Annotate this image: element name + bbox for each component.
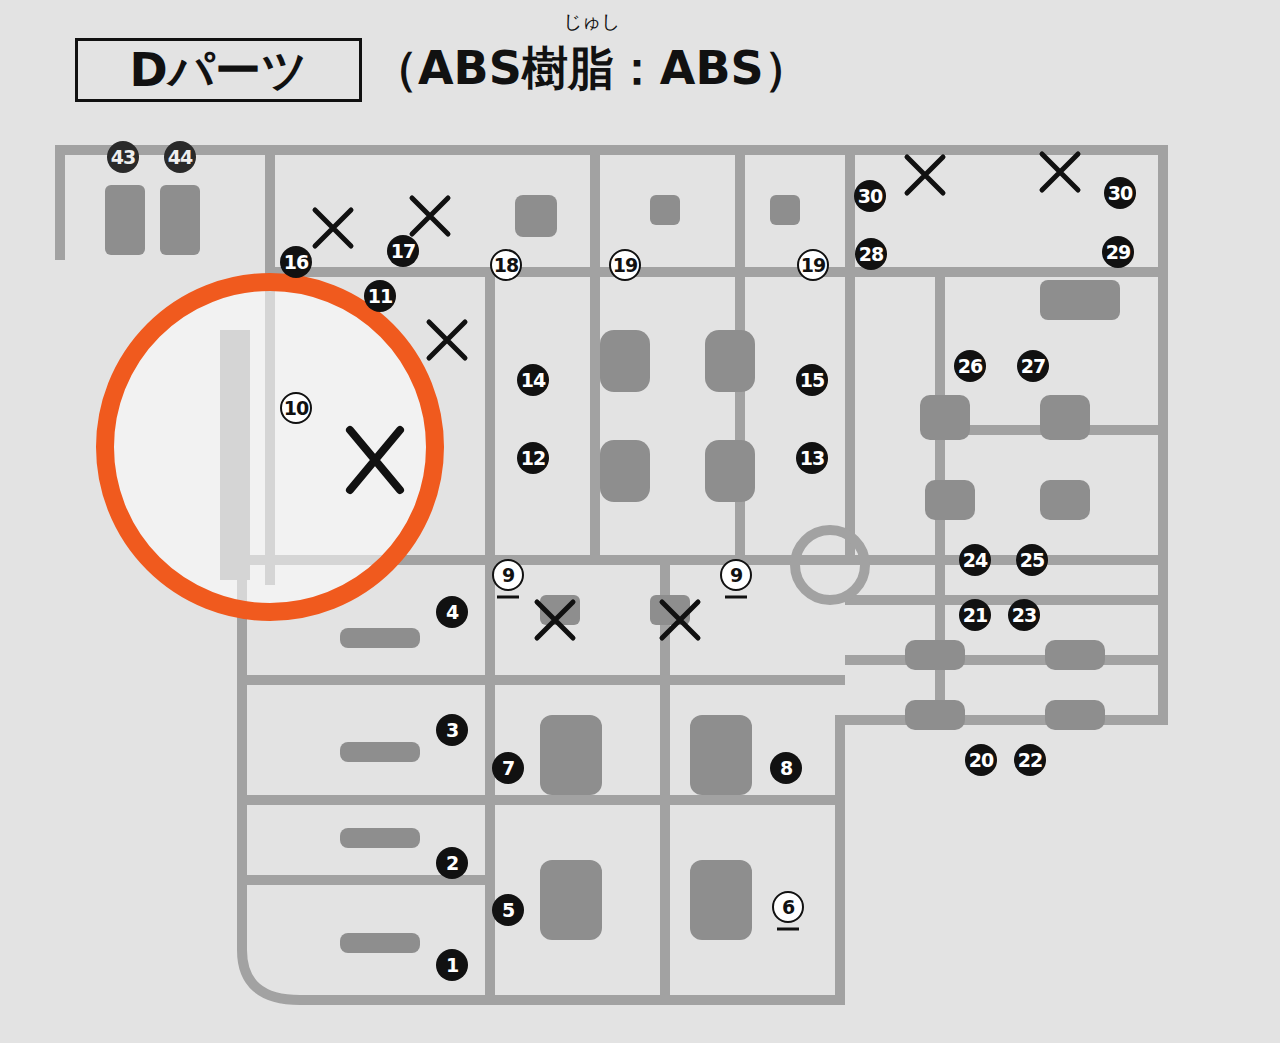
callout-number: 6 — [772, 891, 804, 923]
highlight-circle — [105, 282, 435, 612]
callout-number: 19 — [797, 249, 829, 281]
part-shapes — [105, 185, 1120, 953]
callout-number: 24 — [959, 544, 991, 576]
callout-number: 44 — [164, 141, 196, 173]
callout-number: 3 — [436, 714, 468, 746]
callout-number: 25 — [1016, 544, 1048, 576]
callout-number: 2 — [436, 847, 468, 879]
cut-marks — [315, 154, 1078, 638]
callout-number: 17 — [387, 235, 419, 267]
callout-number: 15 — [796, 364, 828, 396]
callout-number: 10 — [280, 392, 312, 424]
callout-number: 4 — [436, 596, 468, 628]
callout-number: 11 — [364, 280, 396, 312]
callout-number: 14 — [517, 364, 549, 396]
callout-number: 20 — [965, 744, 997, 776]
callout-number: 27 — [1017, 350, 1049, 382]
runner-frame — [60, 150, 1163, 1000]
callout-number: 5 — [492, 894, 524, 926]
callout-number: 16 — [280, 246, 312, 278]
callout-number: 43 — [107, 141, 139, 173]
callout-number: 21 — [959, 599, 991, 631]
callout-number: 9 — [720, 559, 752, 591]
callout-number: 1 — [436, 949, 468, 981]
callout-number: 22 — [1014, 744, 1046, 776]
callout-number: 13 — [796, 442, 828, 474]
underline-marks — [497, 597, 799, 929]
callout-number: 19 — [609, 249, 641, 281]
title-box: Dパーツ — [75, 38, 362, 102]
callout-number: 29 — [1102, 236, 1134, 268]
callout-number: 12 — [517, 442, 549, 474]
callout-number: 30 — [1104, 177, 1136, 209]
callout-number: 7 — [492, 752, 524, 784]
callout-number: 30 — [854, 180, 886, 212]
callout-number: 28 — [855, 238, 887, 270]
callout-number: 8 — [770, 752, 802, 784]
ruby-reading: じゅし — [563, 12, 620, 31]
callout-number: 23 — [1008, 599, 1040, 631]
title-text: Dパーツ — [129, 47, 307, 93]
material-heading: （ABS樹脂：ABS） — [372, 45, 810, 91]
callout-number: 18 — [490, 249, 522, 281]
callout-number: 9 — [492, 559, 524, 591]
callout-number: 26 — [954, 350, 986, 382]
